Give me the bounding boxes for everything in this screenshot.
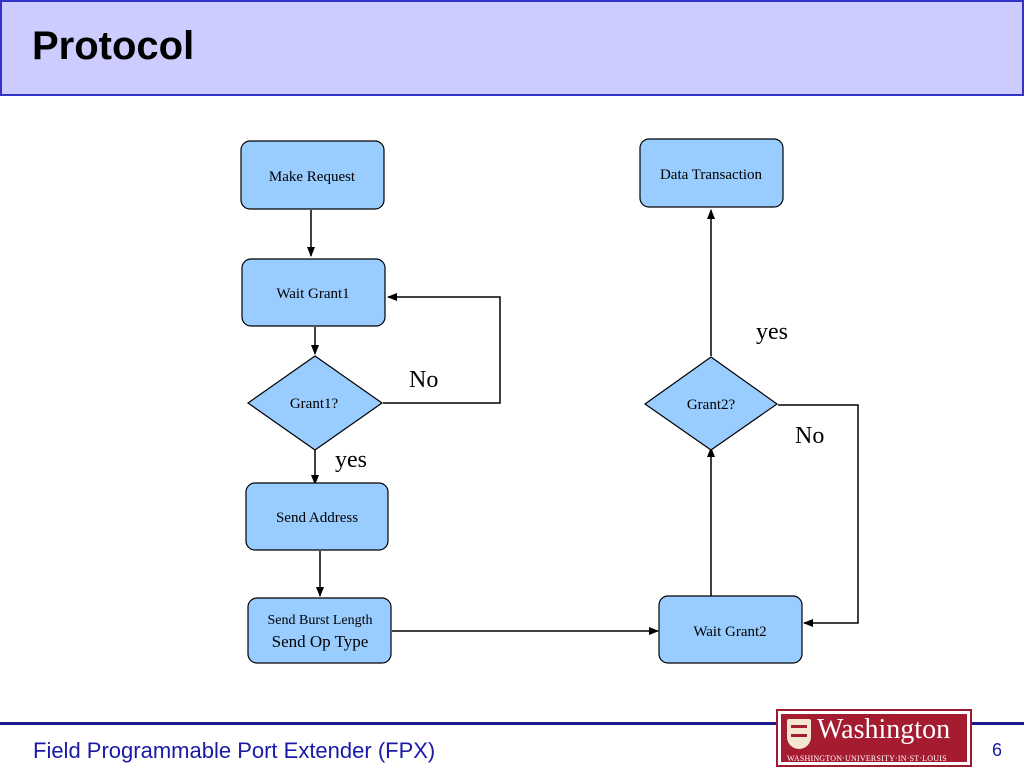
footer-title: Field Programmable Port Extender (FPX)	[33, 738, 436, 763]
node-wait-grant2-label: Wait Grant2	[693, 624, 766, 640]
node-grant2-decision	[643, 356, 779, 451]
shield-icon	[787, 719, 811, 749]
node-make-request-label: Make Request	[269, 169, 356, 185]
node-data-transaction	[639, 138, 784, 208]
node-send-address-label: Send Address	[276, 510, 358, 526]
footer-divider	[0, 722, 1024, 725]
edge-grant2-no-loop	[778, 404, 859, 627]
node-make-request	[240, 140, 385, 210]
node-wait-grant1-label: Wait Grant1	[276, 286, 349, 302]
node-wait-grant2	[658, 595, 803, 664]
node-send-burst-line2: Send Op Type	[272, 632, 369, 651]
slide-title: Protocol	[32, 24, 195, 68]
node-send-burst-line1: Send Burst Length	[268, 613, 373, 628]
node-grant2-label: Grant2?	[687, 397, 736, 413]
title-bar: Protocol	[0, 0, 1024, 96]
node-send-address	[245, 482, 389, 551]
edge-label-grant1-no: No	[409, 367, 438, 393]
node-grant1-label: Grant1?	[290, 396, 339, 412]
edge-grant1-no-loop	[383, 293, 501, 404]
node-wait-grant1	[241, 258, 386, 327]
logo-subtitle: WASHINGTON·UNIVERSITY·IN·ST·LOUIS	[787, 754, 947, 763]
node-send-burst-length	[247, 597, 392, 664]
node-data-transaction-label: Data Transaction	[660, 167, 763, 183]
edge-label-grant1-yes: yes	[335, 447, 367, 473]
protocol-flowchart: Make Request Wait Grant1 Grant1? Send Ad…	[240, 138, 859, 664]
edge-label-grant2-yes: yes	[756, 319, 788, 345]
page-number: 6	[992, 740, 1003, 760]
washington-university-logo: Washington WASHINGTON·UNIVERSITY·IN·ST·L…	[776, 709, 972, 767]
node-grant1-decision	[246, 355, 384, 451]
logo-wordmark: Washington	[817, 714, 951, 745]
edge-label-grant2-no: No	[795, 423, 824, 449]
logo-background: Washington WASHINGTON·UNIVERSITY·IN·ST·L…	[781, 714, 967, 763]
